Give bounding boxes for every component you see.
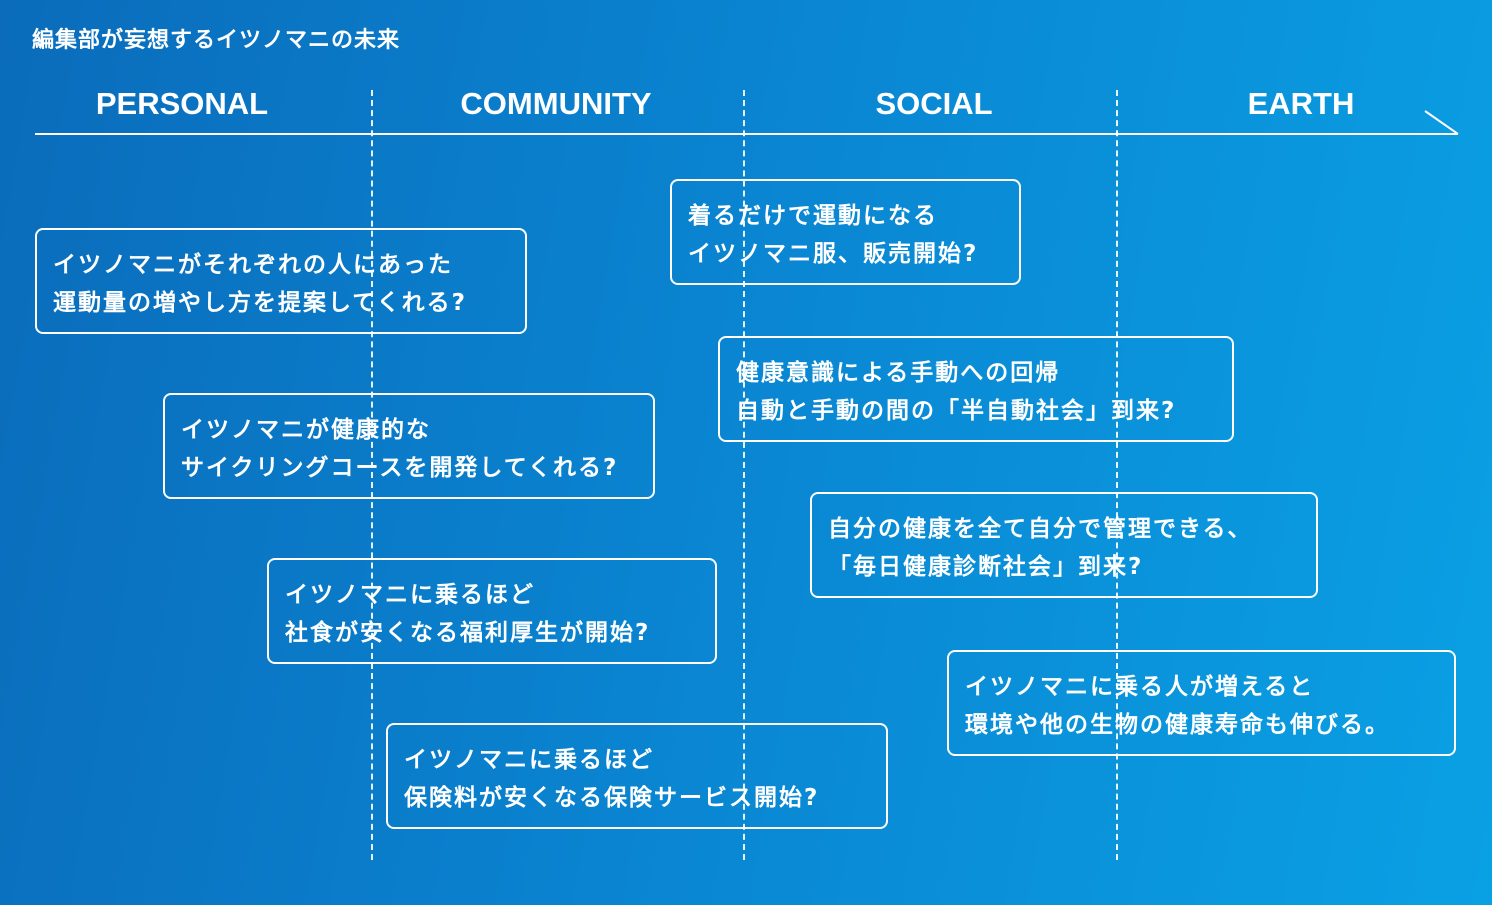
diagram-title: 編集部が妄想するイツノマニの未来 (32, 28, 401, 53)
idea-text: イツノマニがそれぞれの人にあった (53, 252, 453, 278)
divider-1 (371, 90, 373, 860)
idea-text: 自分の健康を全て自分で管理できる、 (828, 516, 1253, 542)
category-earth: EARTH (1247, 86, 1355, 121)
idea-text: イツノマニに乗る人が増えると (965, 674, 1315, 700)
idea-box: イツノマニに乗るほど保険料が安くなる保険サービス開始? (386, 723, 888, 829)
divider-2 (743, 90, 745, 860)
idea-text: 自動と手動の間の「半自動社会」到来? (736, 398, 1177, 424)
idea-box: 着るだけで運動になるイツノマニ服、販売開始? (670, 179, 1021, 285)
idea-text: イツノマニに乗るほど (404, 747, 654, 773)
idea-text: 着るだけで運動になる (688, 203, 938, 229)
arrow-head-icon (1424, 110, 1459, 135)
category-community: COMMUNITY (460, 86, 652, 121)
idea-box: 自分の健康を全て自分で管理できる、「毎日健康診断社会」到来? (810, 492, 1318, 598)
timeline-axis (35, 133, 1458, 135)
idea-text: 社食が安くなる福利厚生が開始? (285, 620, 651, 646)
idea-text: 運動量の増やし方を提案してくれる? (53, 290, 467, 316)
idea-box: イツノマニが健康的なサイクリングコースを開発してくれる? (163, 393, 655, 499)
idea-text: イツノマニが健康的な (181, 417, 431, 443)
idea-box: 健康意識による手動への回帰自動と手動の間の「半自動社会」到来? (718, 336, 1234, 442)
idea-text: サイクリングコースを開発してくれる? (181, 455, 619, 481)
category-personal: PERSONAL (95, 86, 269, 121)
idea-text: 保険料が安くなる保険サービス開始? (404, 785, 820, 811)
idea-text: イツノマニ服、販売開始? (688, 241, 979, 267)
idea-box: イツノマニに乗る人が増えると環境や他の生物の健康寿命も伸びる。 (947, 650, 1456, 756)
idea-text: 「毎日健康診断社会」到来? (828, 554, 1144, 580)
idea-box: イツノマニに乗るほど社食が安くなる福利厚生が開始? (267, 558, 717, 664)
idea-text: 環境や他の生物の健康寿命も伸びる。 (965, 712, 1390, 738)
idea-box: イツノマニがそれぞれの人にあった運動量の増やし方を提案してくれる? (35, 228, 527, 334)
idea-text: イツノマニに乗るほど (285, 582, 535, 608)
category-social: SOCIAL (875, 86, 993, 121)
idea-text: 健康意識による手動への回帰 (736, 360, 1061, 386)
divider-3 (1116, 90, 1118, 860)
